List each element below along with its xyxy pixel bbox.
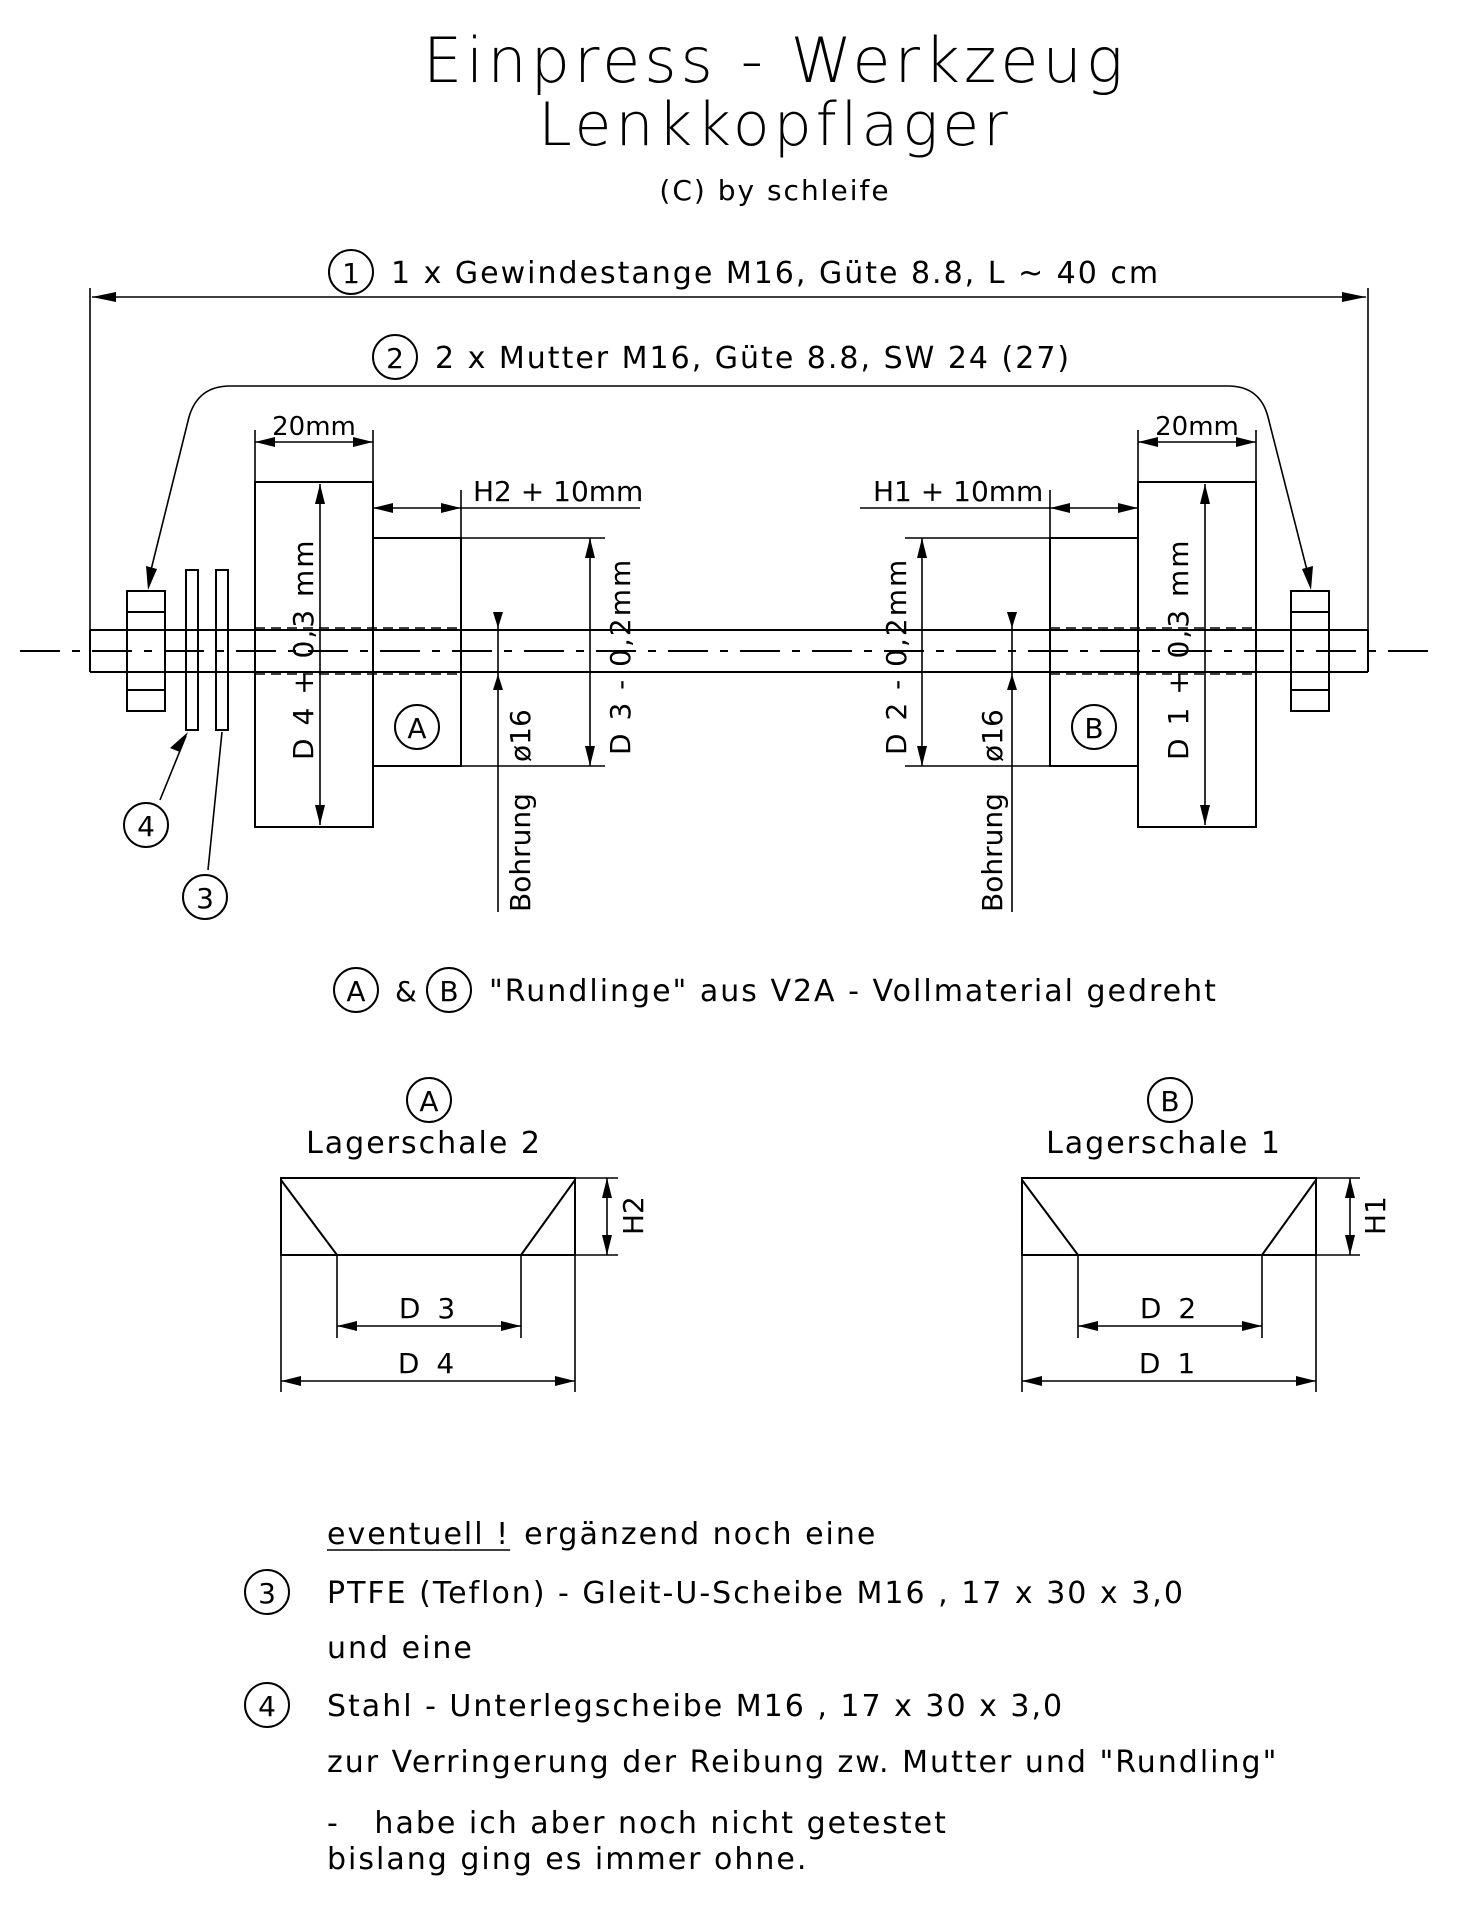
part1-balloon (328, 249, 374, 295)
shell-a-height: H2 (617, 1196, 650, 1235)
h1-offset-label: H1 + 10mm (873, 475, 1043, 508)
washer-4-leader-arrow (170, 732, 188, 752)
note-and-one: und eine (327, 1631, 474, 1666)
part4-balloon (123, 802, 169, 848)
shell-b-profile (1021, 1177, 1360, 1392)
part2-description: 2 x Mutter M16, Güte 8.8, SW 24 (27) (435, 341, 1071, 376)
note-item4: Stahl - Unterlegscheibe M16 , 17 x 30 x … (327, 1689, 1064, 1724)
d4-label: D 4 + 0,3 mm (287, 538, 320, 760)
note-eventuell: eventuell ! (327, 1517, 510, 1552)
shell-b-outer: D 1 (1139, 1347, 1199, 1380)
d1-dimension (1200, 484, 1210, 825)
nut-leader-lines (146, 385, 1313, 590)
note-item4-number: 4 (258, 1690, 276, 1723)
note-intro: ergänzend noch eine (524, 1517, 877, 1552)
part2-balloon (372, 334, 418, 380)
shell-b-height: H1 (1359, 1196, 1392, 1235)
title-line2: Lenkkopflager (538, 90, 1012, 160)
d1-label: D 1 + 0,3 mm (1162, 538, 1195, 760)
shell-b-title: Lagerschale 1 (1046, 1126, 1282, 1161)
shell-a-title: Lagerschale 2 (306, 1126, 542, 1161)
h2-offset-dimension (373, 490, 640, 538)
shell-b-inner: D 2 (1140, 1292, 1200, 1325)
title-line1: Einpress - Werkzeug (423, 24, 1127, 97)
part1-number: 1 (342, 257, 360, 290)
rod-length-dimension (89, 288, 1369, 660)
material-note-text: "Rundlinge" aus V2A - Vollmaterial gedre… (489, 974, 1218, 1009)
bore-dimension-right (1007, 612, 1017, 912)
part1-description: 1 x Gewindestange M16, Güte 8.8, L ~ 40 … (391, 256, 1160, 291)
roundling-a-balloon (394, 704, 440, 750)
copyright: (C) by schleife (659, 174, 890, 207)
shell-a-profile (280, 1177, 618, 1392)
bore-dimension-left (493, 612, 503, 912)
note-purpose: zur Verringerung der Reibung zw. Mutter … (327, 1745, 1278, 1780)
part3-balloon (182, 874, 228, 920)
washer-3-leader (207, 731, 223, 871)
d4-dimension (315, 484, 325, 825)
width-label-left: 20mm (272, 412, 356, 442)
note-item3-number: 3 (258, 1577, 276, 1610)
bore-size-right: ø16 (976, 709, 1009, 762)
note-item4-balloon (244, 1682, 290, 1728)
h2-offset-label: H2 + 10mm (473, 475, 643, 508)
washer-4 (185, 569, 199, 731)
d2-label: D 2 - 0,2mm (880, 558, 913, 755)
material-note-a: A (346, 975, 365, 1008)
material-note-b: B (439, 975, 458, 1008)
shell-a-outer: D 4 (398, 1347, 458, 1380)
shell-a-inner: D 3 (399, 1292, 459, 1325)
right-nut (1290, 590, 1330, 712)
note-dash-line: - habe ich aber noch nicht getestet (327, 1806, 948, 1841)
part4-number: 4 (137, 810, 155, 843)
note-last-line: bislang ging es immer ohne. (327, 1842, 808, 1877)
width-label-right: 20mm (1155, 412, 1239, 442)
note-item3-balloon (244, 1569, 290, 1615)
shell-a-balloon (406, 1077, 452, 1123)
d3-dimension (461, 537, 605, 767)
note-item3: PTFE (Teflon) - Gleit-U-Scheibe M16 , 17… (327, 1576, 1185, 1611)
roundling-a (254, 481, 462, 828)
bore-size-left: ø16 (504, 709, 537, 762)
shell-b-tag: B (1160, 1085, 1179, 1118)
d2-dimension (905, 537, 1050, 767)
h1-offset-dimension (860, 490, 1138, 538)
roundling-b-tag: B (1084, 712, 1103, 745)
shell-b-balloon (1147, 1077, 1193, 1123)
bore-word-left: Bohrung (504, 793, 537, 912)
material-note-a-balloon (333, 967, 379, 1013)
width-dimension-right (1137, 430, 1257, 482)
material-note-b-balloon (426, 967, 472, 1013)
washer-3 (215, 569, 229, 731)
material-note-amp: & (395, 975, 417, 1008)
part2-number: 2 (386, 342, 404, 375)
roundling-b-balloon (1071, 704, 1117, 750)
shell-a-tag: A (419, 1085, 438, 1118)
left-nut (126, 590, 166, 712)
roundling-b (1049, 481, 1257, 828)
roundling-a-tag: A (407, 712, 426, 745)
bore-word-right: Bohrung (976, 793, 1009, 912)
width-dimension-left (254, 430, 374, 482)
d3-label: D 3 - 0,2mm (604, 558, 637, 755)
part3-number: 3 (196, 882, 214, 915)
